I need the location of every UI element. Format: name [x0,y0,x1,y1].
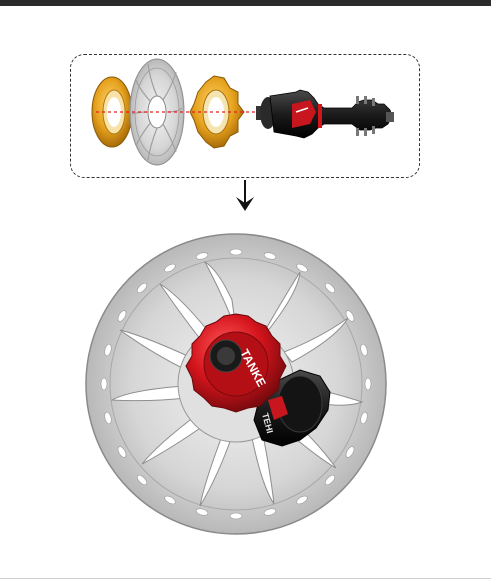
top-bar [0,0,491,6]
bottom-divider [0,578,491,579]
small-lockring [91,76,133,148]
down-arrow-icon [236,180,254,211]
red-lockring: TANKE [185,313,287,413]
small-hub [256,89,394,139]
exploded-parts-box [70,54,420,178]
